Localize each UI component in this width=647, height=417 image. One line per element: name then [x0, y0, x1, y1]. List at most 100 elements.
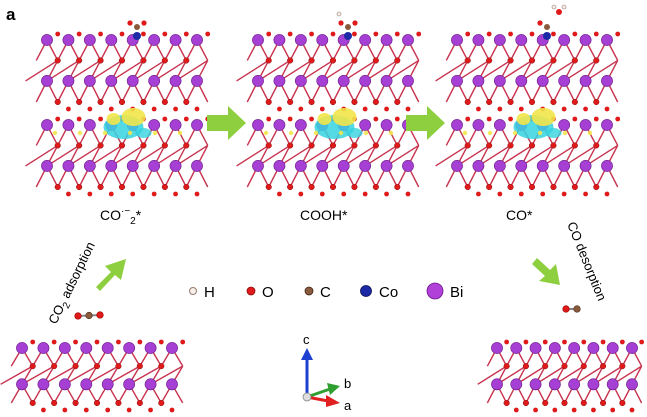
charge-depletion-lobe: [545, 128, 562, 138]
o-atom: [593, 183, 600, 191]
o-atom: [55, 31, 61, 37]
bi-atom: [126, 160, 139, 172]
bi-atom: [472, 119, 485, 131]
o-atom: [148, 407, 153, 413]
bi-atom: [472, 75, 485, 87]
o-atom: [629, 407, 635, 413]
o-atom: [351, 57, 358, 64]
o-atom: [550, 57, 557, 64]
bond-network: [0, 347, 184, 404]
o-atom: [173, 106, 178, 112]
o-atom: [522, 399, 529, 407]
o-atom: [639, 339, 645, 345]
bi-atom: [548, 342, 561, 354]
o-atom: [183, 183, 190, 191]
o-atom: [329, 142, 337, 149]
o-atom: [194, 106, 200, 112]
bi-atom: [144, 342, 157, 354]
stage1-slab-bottom: [25, 108, 211, 197]
bi-atom: [529, 342, 542, 354]
axis-c-arrowhead: [301, 348, 313, 360]
bi-atom: [359, 75, 372, 87]
o-atom: [140, 142, 147, 149]
c-atom: [345, 24, 351, 30]
charge-speck: [127, 130, 133, 136]
bi-atom: [62, 160, 75, 172]
axis-b-label: b: [344, 376, 351, 391]
bi-atom: [536, 160, 549, 172]
o-atom: [362, 191, 368, 197]
legend-item-o: O: [246, 284, 274, 301]
bi-atom: [105, 75, 118, 87]
o-atom: [600, 399, 607, 407]
bi-atom: [191, 160, 203, 172]
o-atom: [416, 31, 422, 37]
bi-atom: [316, 160, 329, 172]
bi-atom: [123, 342, 136, 354]
bi-atom: [558, 34, 571, 46]
o-atom: [600, 339, 606, 345]
bi-atom: [515, 160, 528, 172]
stage3-label: CO*: [506, 207, 533, 223]
bi-atom: [166, 342, 178, 354]
o-atom: [507, 57, 514, 64]
o-atom: [604, 106, 610, 112]
o-atom: [141, 20, 147, 26]
o-atom: [537, 20, 543, 26]
bi-atom: [37, 342, 50, 354]
o-atom: [76, 31, 82, 37]
bi-atom: [41, 75, 53, 87]
o-atom: [528, 142, 536, 149]
o-atom: [373, 116, 379, 122]
bi-atom: [169, 34, 182, 46]
bi-atom: [252, 75, 264, 87]
bi-atom: [451, 75, 463, 87]
legend-swatch-bi: [426, 282, 444, 300]
o-atom: [266, 116, 272, 122]
o-atom: [309, 31, 314, 37]
o-atom: [373, 31, 379, 37]
o-atom: [51, 339, 57, 345]
bi-atom: [62, 75, 75, 87]
panel-letter: a: [6, 5, 16, 24]
o-atom: [194, 191, 200, 197]
free-co-molecule: [562, 305, 581, 313]
bi-atom: [273, 119, 286, 131]
free-co2-molecule: [74, 311, 104, 320]
bi-atom: [359, 34, 372, 46]
stage3-slab-bottom: [435, 108, 621, 197]
bi-atom: [273, 34, 286, 46]
o-atom: [384, 191, 389, 197]
bi-atom: [294, 75, 307, 87]
o-atom: [561, 363, 568, 370]
bi-atom: [41, 160, 53, 172]
o-atom: [97, 98, 104, 106]
o-atom: [542, 363, 549, 370]
bond-network: [435, 39, 619, 103]
o-atom: [405, 191, 411, 197]
o-atom: [265, 57, 272, 64]
bi-atom: [493, 75, 506, 87]
bi-atom: [101, 342, 114, 354]
o-atom: [352, 31, 357, 37]
o-atom: [183, 142, 190, 149]
o-atom: [62, 407, 68, 413]
o-atom: [319, 106, 325, 112]
o-atom: [619, 339, 625, 345]
charge-speck: [152, 130, 158, 136]
o-atom: [362, 106, 368, 112]
o-atom: [372, 183, 379, 191]
o-atom: [98, 31, 103, 37]
axis-a-arrowhead: [326, 395, 340, 407]
o-atom: [118, 57, 126, 64]
o-atom: [287, 142, 294, 149]
o-atom: [580, 399, 587, 407]
o-atom: [308, 183, 315, 191]
o-atom: [140, 183, 147, 191]
o-atom: [127, 20, 133, 26]
bi-atom: [169, 75, 182, 87]
o-atom: [464, 142, 471, 149]
o-atom: [351, 183, 358, 191]
charge-speck: [363, 130, 369, 136]
o-atom: [580, 363, 587, 370]
